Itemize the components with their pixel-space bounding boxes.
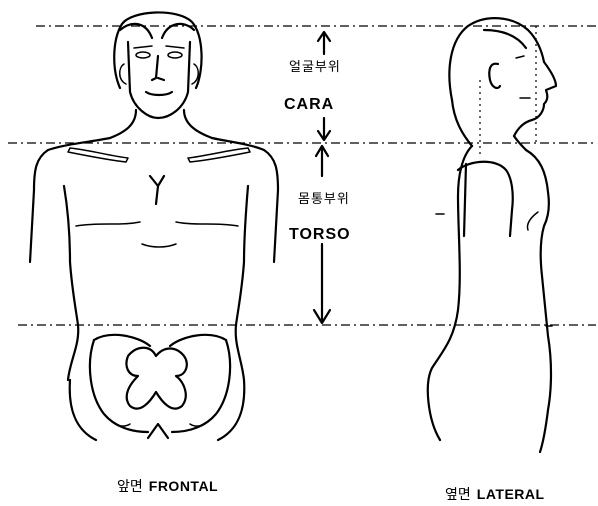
lateral-figure <box>428 18 556 452</box>
head-region-label-en: CARA <box>284 96 334 114</box>
left-eye <box>136 52 150 58</box>
frontal-mouth <box>146 92 172 95</box>
right-eye <box>168 52 182 58</box>
frontal-right-arm <box>264 150 278 262</box>
lateral-ear <box>489 64 500 88</box>
frontal-left-waist <box>68 262 78 380</box>
torso-region-label-en: TORSO <box>289 226 351 244</box>
frontal-view-caption: 앞면 FRONTAL <box>117 476 218 496</box>
frontal-left-arm <box>30 150 48 262</box>
frontal-neck-left <box>110 110 136 138</box>
lateral-caption-ko: 옆면 <box>445 487 471 503</box>
sacrum <box>126 348 186 409</box>
lateral-front-outline <box>526 150 551 452</box>
frontal-neck-right <box>184 110 212 138</box>
pelvis-left-ilium <box>90 340 148 432</box>
frontal-caption-ko: 앞면 <box>117 479 143 495</box>
frontal-figure <box>30 12 278 440</box>
right-clavicle <box>188 148 250 162</box>
lateral-head-profile <box>449 18 556 136</box>
lateral-caption-en: LATERAL <box>477 486 545 502</box>
torso-region-label-ko: 몸통부위 <box>298 188 350 207</box>
pubic-symphysis <box>148 424 168 438</box>
frontal-nose <box>152 56 164 80</box>
head-region-label-ko: 얼굴부위 <box>289 56 341 75</box>
lateral-neck-back <box>452 100 472 146</box>
lateral-view-caption: 옆면 LATERAL <box>445 484 545 504</box>
head-dimension-arrow <box>318 32 330 140</box>
frontal-caption-en: FRONTAL <box>149 478 218 494</box>
sternum-mark <box>150 176 164 204</box>
frontal-right-waist <box>236 262 244 380</box>
left-clavicle <box>68 148 128 162</box>
